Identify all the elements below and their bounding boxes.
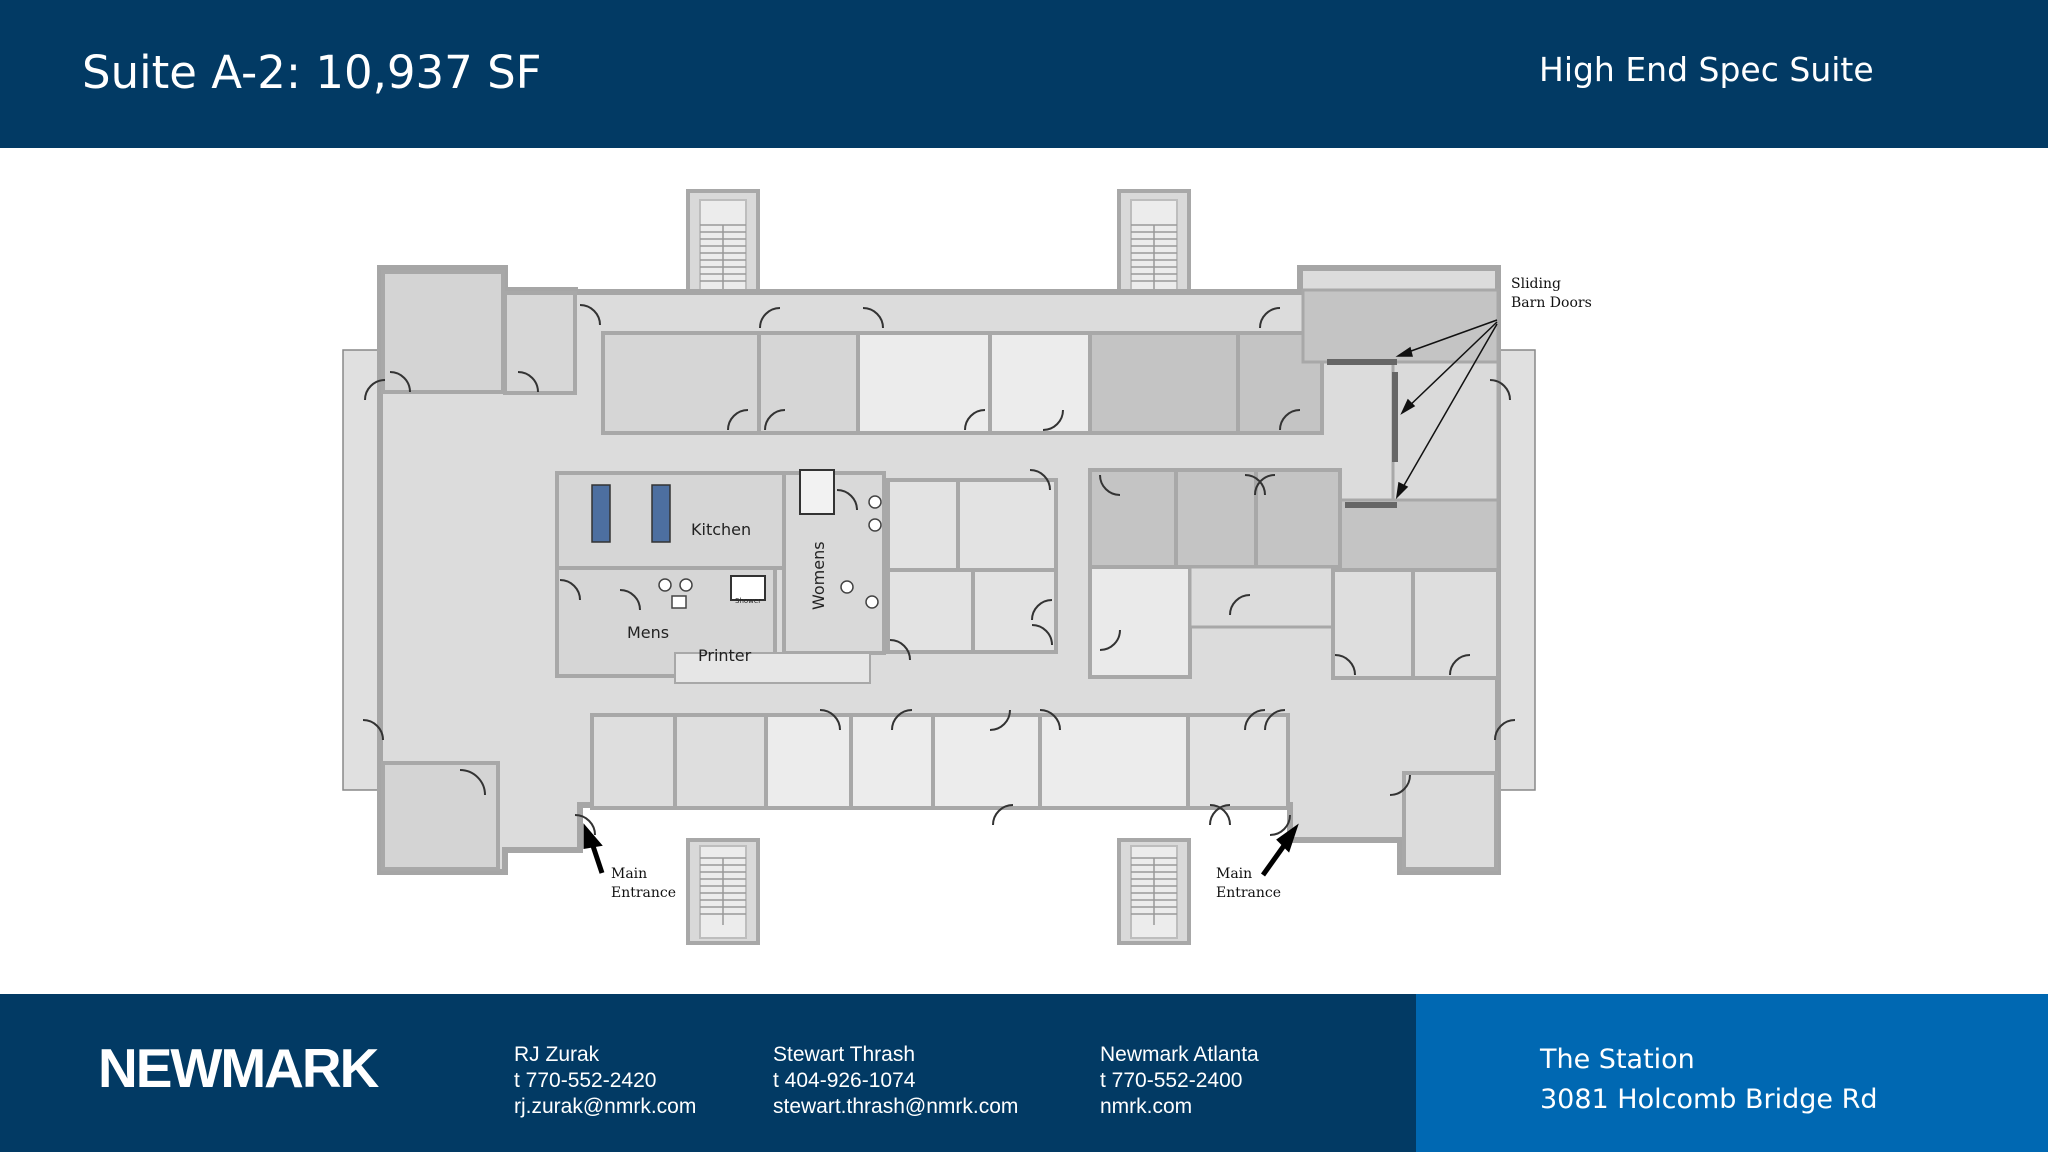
office-n5 [1088, 331, 1240, 435]
contact-phone: t 770-552-2420 [514, 1069, 657, 1092]
property-name: The Station [1540, 1044, 1695, 1075]
stair-tower-top-left [686, 189, 760, 298]
barn-door-arrows [1395, 319, 1498, 500]
office-e4 [1088, 565, 1192, 679]
contact-phone: t 770-552-2400 [1100, 1069, 1243, 1092]
footer-bar [0, 994, 1416, 1152]
newmark-logo: NEWMARK [98, 1037, 379, 1099]
toilet-w2 [868, 518, 882, 532]
property-address: 3081 Holcomb Bridge Rd [1540, 1084, 1878, 1115]
restroom-e [1188, 565, 1335, 629]
stair-tower-bottom-left [686, 838, 760, 945]
office-se-corner [1402, 771, 1498, 871]
kitchen-counter-1 [591, 484, 611, 543]
contact-stewart-thrash: Stewart Thrash t 404-926-1074 stewart.th… [773, 1042, 1018, 1120]
office-n2 [757, 331, 860, 435]
office-c3 [886, 568, 975, 654]
contact-website-link[interactable]: nmrk.com [1100, 1095, 1193, 1118]
property-info: The Station 3081 Holcomb Bridge Rd [1540, 1040, 1878, 1120]
main-entrance-left-label-1: Main [611, 866, 647, 882]
suite-title: Suite A-2: 10,937 SF [82, 46, 542, 99]
east-wing-outline [1499, 349, 1536, 791]
contact-name: RJ Zurak [514, 1043, 600, 1066]
contact-name: Stewart Thrash [773, 1043, 916, 1066]
stair-tower-bottom-right [1117, 838, 1191, 945]
suite-type: High End Spec Suite [1539, 50, 1874, 89]
main-entrance-right-label-2: Entrance [1216, 885, 1281, 901]
shower-label: Shower [735, 597, 761, 605]
door-swings [362, 304, 1516, 836]
toilet-m1 [658, 578, 672, 592]
toilet-m2 [679, 578, 693, 592]
room-nw-2 [503, 291, 577, 395]
office-s5 [931, 713, 1042, 810]
office-c2 [956, 478, 1058, 572]
printer-label: Printer [698, 646, 752, 665]
toilet-w4 [865, 595, 879, 609]
mens-label: Mens [627, 623, 669, 642]
office-s6 [1038, 713, 1190, 810]
barn-door-suite-upper [1301, 288, 1500, 364]
office-n1 [601, 331, 761, 435]
floor-plan: Kitchen Mens Printer Shower Womens Slidi… [342, 189, 1592, 945]
barn-door-bar-1 [1327, 359, 1397, 365]
office-n4 [988, 331, 1092, 435]
contact-rj-zurak: RJ Zurak t 770-552-2420 rj.zurak@nmrk.co… [514, 1042, 696, 1120]
barn-doors-label-1: Sliding [1511, 276, 1561, 292]
contact-name: Newmark Atlanta [1100, 1043, 1259, 1066]
office-c4 [971, 568, 1058, 654]
barn-door-suite-mid [1391, 360, 1500, 502]
stair-tower-top-right [1117, 189, 1191, 298]
west-wing-outline [342, 349, 379, 791]
office-s1 [590, 713, 677, 810]
office-e3 [1254, 468, 1342, 569]
office-s4 [849, 713, 935, 810]
office-e5 [1331, 568, 1415, 680]
office-s7 [1186, 713, 1290, 810]
office-c1 [886, 478, 960, 572]
contact-email-link[interactable]: rj.zurak@nmrk.com [514, 1095, 697, 1118]
main-entrance-left-label-2: Entrance [611, 885, 676, 901]
barn-door-bar-2 [1392, 372, 1398, 462]
contact-newmark-atlanta: Newmark Atlanta t 770-552-2400 nmrk.com [1100, 1042, 1259, 1120]
office-s2 [673, 713, 768, 810]
office-s3 [764, 713, 853, 810]
barn-door-suite-lower [1338, 498, 1500, 572]
header-bar: Suite A-2: 10,937 SF High End Spec Suite [0, 0, 2048, 148]
shower-stall [730, 575, 766, 601]
kitchen-counter-2 [651, 484, 671, 543]
barn-doors-label-2: Barn Doors [1511, 295, 1592, 311]
barn-door-bar-3 [1345, 502, 1397, 508]
urinal-m [671, 595, 687, 609]
main-entrance-right-label-1: Main [1216, 866, 1252, 882]
room-sw-corner [381, 761, 500, 871]
toilet-w3 [840, 580, 854, 594]
contact-phone: t 404-926-1074 [773, 1069, 916, 1092]
printer-alcove [674, 652, 871, 684]
womens-fixture [799, 469, 835, 515]
toilet-w1 [868, 495, 882, 509]
womens-label: Womens [809, 541, 828, 610]
entrance-arrows [583, 823, 1299, 877]
contact-email-link[interactable]: stewart.thrash@nmrk.com [773, 1095, 1019, 1118]
office-e2 [1174, 468, 1258, 569]
room-nw-corner [381, 270, 505, 394]
footer-property-panel [1416, 994, 2048, 1152]
kitchen-label: Kitchen [691, 520, 751, 539]
